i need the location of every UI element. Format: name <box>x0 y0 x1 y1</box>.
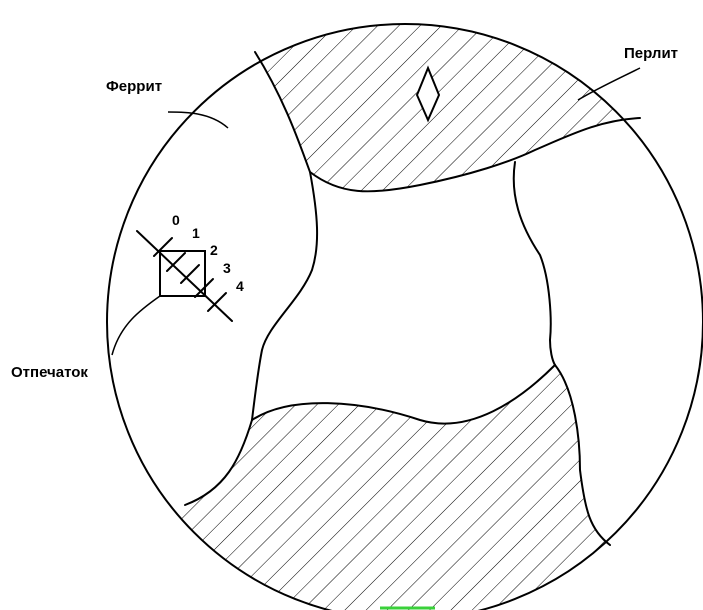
ferrite-label: Феррит <box>106 78 162 95</box>
imprint-label: Отпечаток <box>11 364 88 381</box>
tick-0 <box>154 238 172 256</box>
ferrite-leader <box>168 112 228 128</box>
scale-mark-2: 2 <box>210 242 218 258</box>
grain-boundary-4 <box>514 162 555 365</box>
scale-mark-0: 0 <box>172 212 180 228</box>
pearlite-region-bottom <box>150 365 620 610</box>
scale-mark-3: 3 <box>223 260 231 276</box>
grain-boundary-2 <box>252 172 317 420</box>
imprint-leader <box>112 296 160 355</box>
scale-mark-1: 1 <box>192 225 200 241</box>
pearlite-region-top <box>255 0 700 191</box>
pearlite-label: Перлит <box>624 45 678 62</box>
pearlite-leader <box>578 68 640 100</box>
scale-mark-4: 4 <box>236 278 244 294</box>
